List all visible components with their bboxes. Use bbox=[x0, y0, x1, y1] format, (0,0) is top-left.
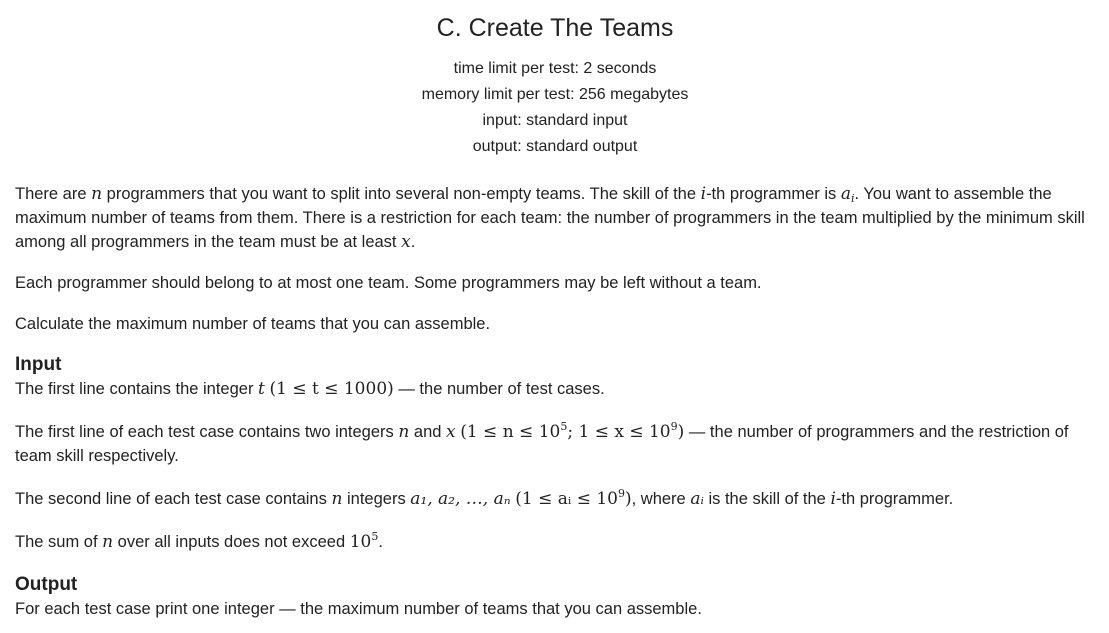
input-line-2: The first line of each test case contain… bbox=[15, 420, 1095, 468]
math-exponent-5: 5 bbox=[560, 420, 568, 433]
statement-paragraph-3: Calculate the maximum number of teams th… bbox=[15, 315, 491, 333]
math-constraint-t: (1 ≤ t ≤ 1000) bbox=[269, 379, 394, 399]
math-exponent-9: 9 bbox=[617, 487, 625, 500]
math-x: x bbox=[446, 422, 456, 442]
math-sequence: a₁, a₂, …, aₙ bbox=[410, 489, 511, 509]
math-n: n bbox=[331, 489, 343, 509]
math-n: n bbox=[91, 184, 103, 204]
input-line-4: The sum of n over all inputs does not ex… bbox=[15, 530, 1095, 554]
text: -th programmer. bbox=[835, 490, 954, 508]
output-section: Output For each test case print one inte… bbox=[15, 573, 1095, 621]
time-limit: time limit per test: 2 seconds bbox=[453, 60, 657, 77]
text: -th programmer is bbox=[706, 185, 841, 203]
statement-paragraph-2: Each programmer should belong to at most… bbox=[15, 274, 762, 292]
math-subscript-i: i bbox=[850, 192, 855, 205]
text: The sum of bbox=[15, 533, 103, 551]
math-n: n bbox=[398, 422, 410, 442]
math-constraint-b: ; 1 ≤ x ≤ 10 bbox=[567, 422, 671, 442]
math-n: n bbox=[102, 532, 114, 552]
math-ai: aᵢ bbox=[690, 489, 704, 509]
math-base-10: 10 bbox=[349, 532, 372, 552]
text: The second line of each test case contai… bbox=[15, 490, 332, 508]
text: and bbox=[409, 423, 447, 441]
text: over all inputs does not exceed bbox=[113, 533, 350, 551]
output-section-title: Output bbox=[15, 574, 78, 595]
input-line-1: The first line contains the integer t (1… bbox=[15, 377, 1095, 401]
math-constraint-a: (1 ≤ aᵢ ≤ 10 bbox=[515, 489, 618, 509]
math-t: t bbox=[258, 379, 265, 399]
math-exponent-5: 5 bbox=[371, 530, 379, 543]
input-line-3: The second line of each test case contai… bbox=[15, 487, 1095, 511]
problem-title: C. Create The Teams bbox=[436, 14, 674, 42]
input-section: Input The first line contains the intege… bbox=[15, 353, 1095, 554]
math-i: i bbox=[830, 489, 836, 509]
text: is the skill of the bbox=[703, 490, 831, 508]
input-section-title: Input bbox=[15, 354, 62, 375]
problem-header: C. Create The Teams time limit per test:… bbox=[15, 0, 1095, 160]
math-exponent-9: 9 bbox=[670, 420, 678, 433]
text: — the number of test cases. bbox=[393, 380, 605, 398]
text: . You want to assemble the maximum numbe… bbox=[15, 185, 1085, 251]
text: — the number of programmers and the rest… bbox=[15, 423, 1069, 465]
problem-statement: There are n programmers that you want to… bbox=[15, 182, 1095, 336]
math-i: i bbox=[700, 184, 707, 204]
math-x: x bbox=[401, 232, 411, 252]
text: programmers that you want to split into … bbox=[102, 185, 701, 203]
math-a: a bbox=[840, 184, 851, 204]
input-spec: input: standard input bbox=[482, 112, 628, 129]
text: integers bbox=[342, 490, 411, 508]
statement-paragraph-1: There are n programmers that you want to… bbox=[15, 182, 1095, 254]
text: , where bbox=[631, 490, 691, 508]
text: . bbox=[410, 233, 416, 251]
output-line: For each test case print one integer — t… bbox=[15, 600, 702, 618]
math-constraint-b: ) bbox=[624, 489, 632, 509]
memory-limit: memory limit per test: 256 megabytes bbox=[421, 86, 689, 103]
text: The first line contains the integer bbox=[15, 380, 259, 398]
text: There are bbox=[15, 185, 92, 203]
text: The first line of each test case contain… bbox=[15, 423, 399, 441]
math-constraint-a: (1 ≤ n ≤ 10 bbox=[460, 422, 561, 442]
output-spec: output: standard output bbox=[472, 138, 638, 155]
text: . bbox=[378, 533, 383, 551]
math-constraint-c: ) bbox=[677, 422, 685, 442]
